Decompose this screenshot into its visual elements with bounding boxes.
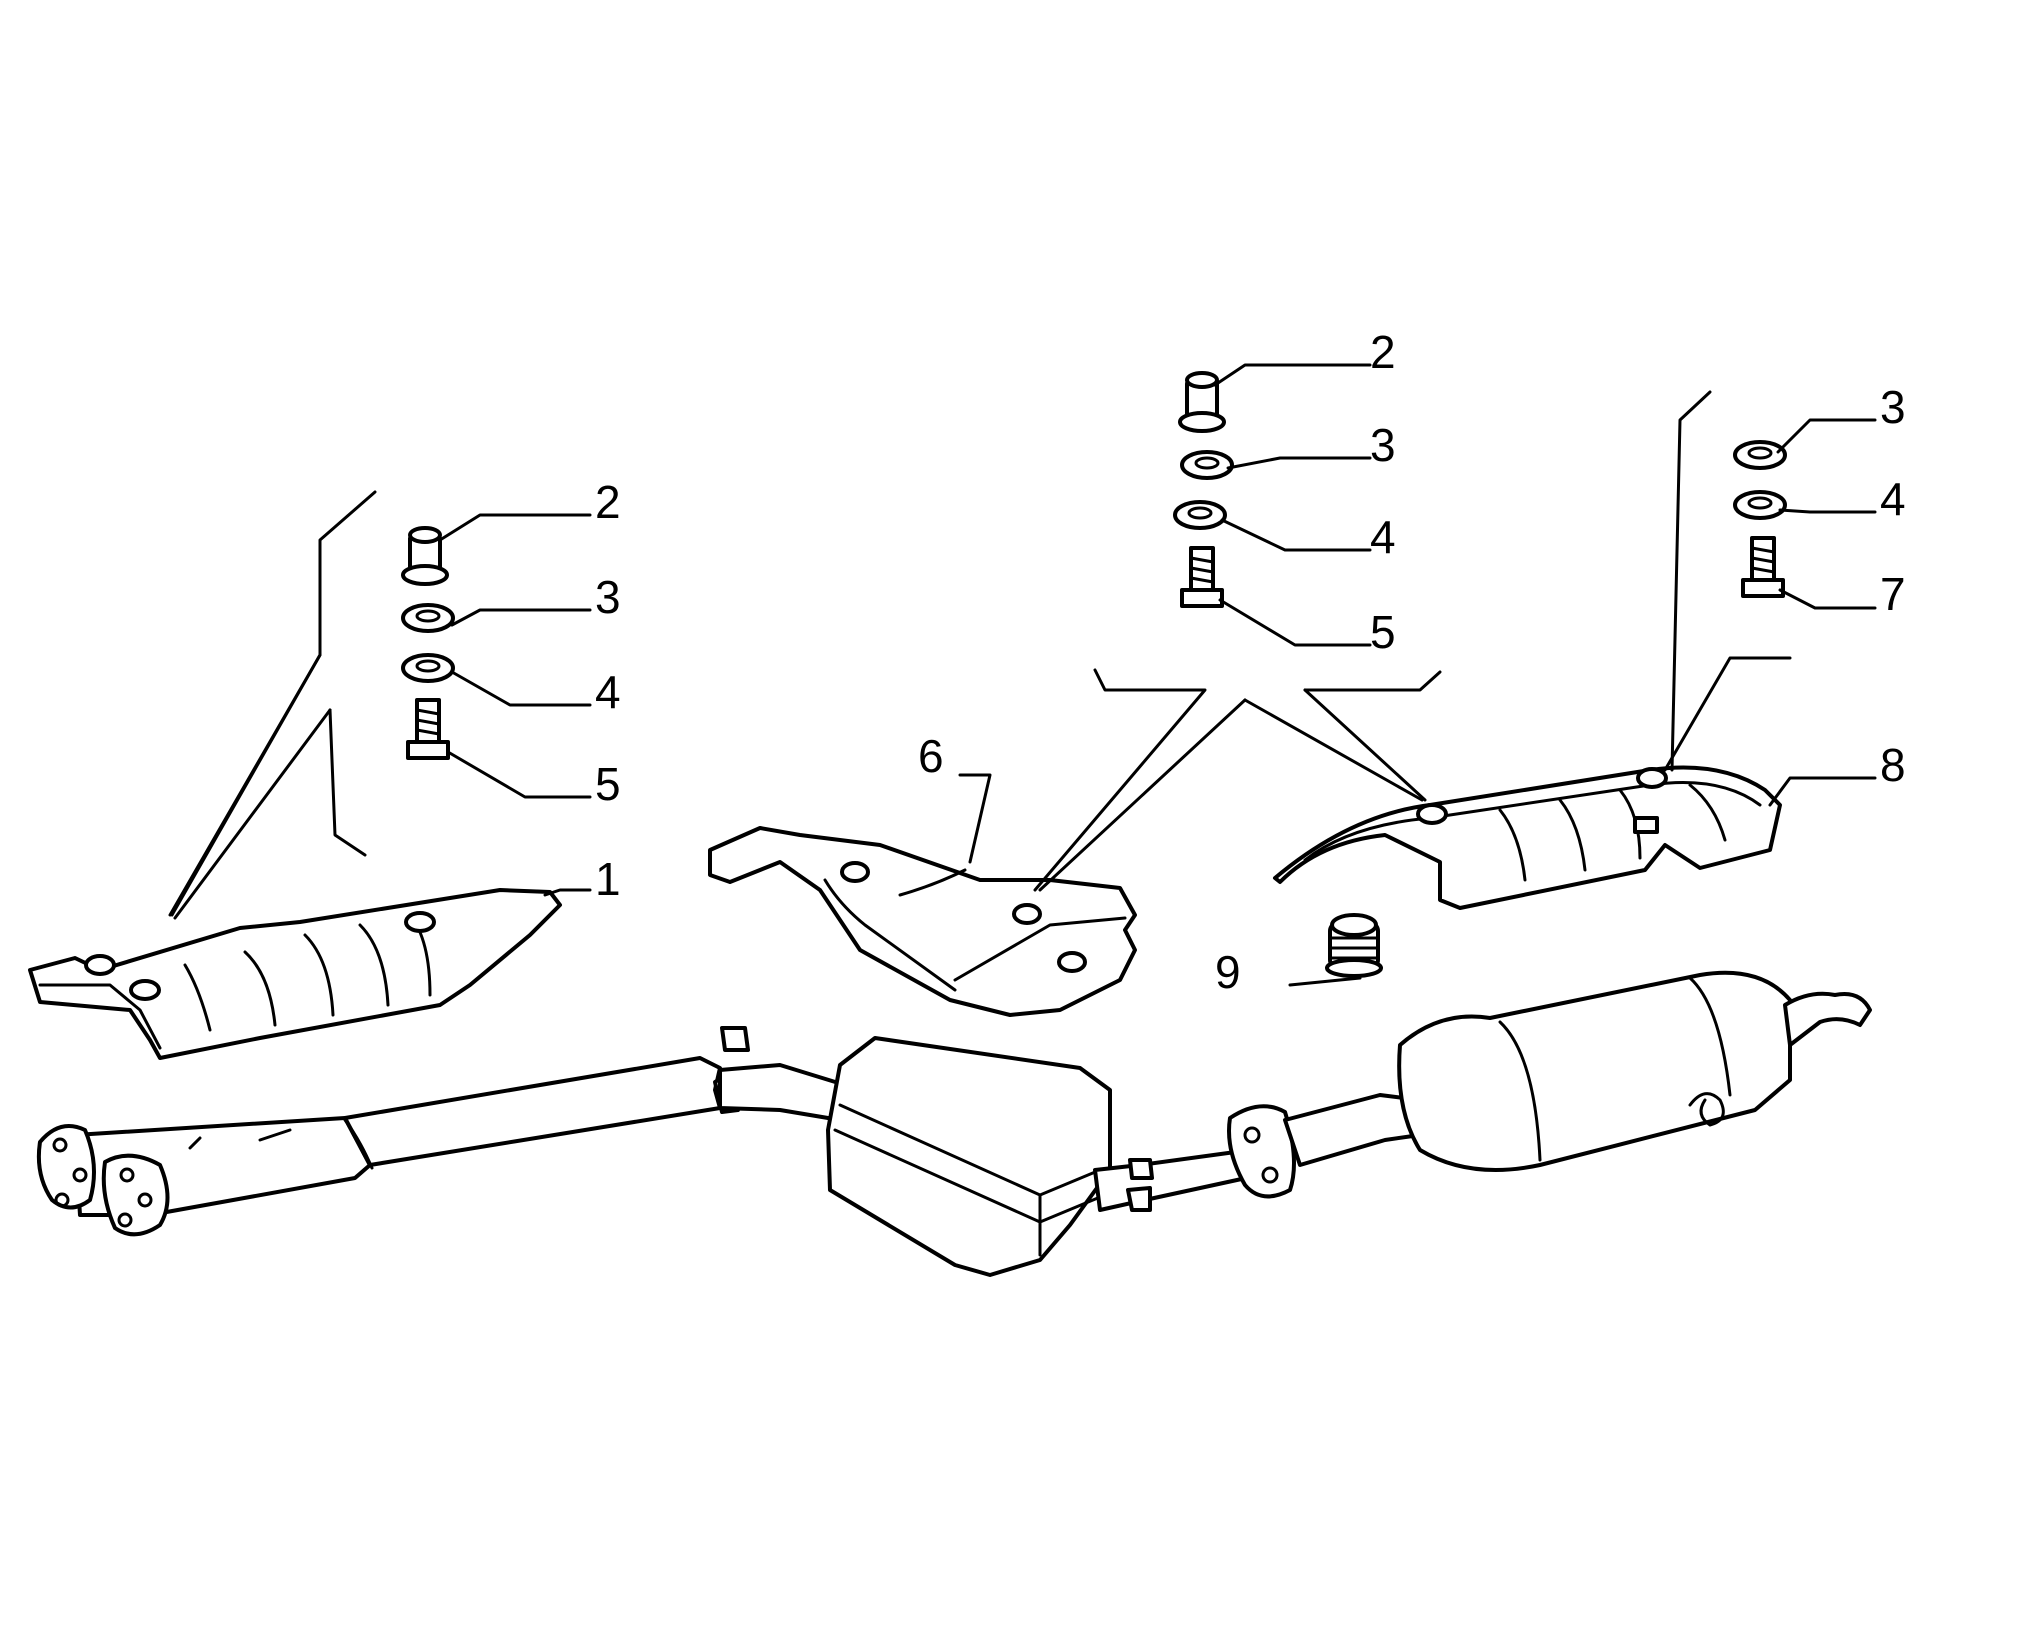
callout-5-middle: 5 bbox=[1370, 606, 1396, 658]
callout-4-left: 4 bbox=[595, 666, 621, 718]
flat-washer-icon bbox=[1180, 450, 1234, 480]
bolt-icon bbox=[1741, 536, 1785, 598]
callout-9: 9 bbox=[1215, 946, 1241, 998]
callout-2-left: 2 bbox=[595, 476, 621, 528]
bolt-icon bbox=[1180, 546, 1224, 608]
callout-7: 7 bbox=[1880, 568, 1906, 620]
spacer-sleeve-icon bbox=[1178, 371, 1226, 433]
spring-washer-icon bbox=[1173, 500, 1227, 530]
middle-fastener-stack bbox=[1173, 371, 1234, 608]
spacer-sleeve-icon bbox=[401, 526, 449, 586]
callout-5-left: 5 bbox=[595, 758, 621, 810]
spring-washer-icon bbox=[401, 653, 455, 683]
callout-6: 6 bbox=[918, 730, 944, 782]
spring-washer-icon bbox=[1733, 490, 1787, 520]
heat-shield-rear bbox=[1273, 765, 1782, 910]
bolt-icon bbox=[406, 698, 450, 760]
callout-8: 8 bbox=[1880, 739, 1906, 791]
rubber-mount-icon bbox=[1325, 913, 1383, 978]
heat-shield-middle bbox=[708, 826, 1137, 1017]
callout-3-middle: 3 bbox=[1370, 419, 1396, 471]
callout-2-middle: 2 bbox=[1370, 326, 1396, 378]
flat-washer-icon bbox=[1733, 440, 1787, 470]
leader-lines bbox=[168, 363, 1877, 987]
flat-washer-icon bbox=[401, 603, 455, 633]
callout-4-middle: 4 bbox=[1370, 511, 1396, 563]
exhaust-pipe-assembly bbox=[36, 970, 1872, 1277]
callout-labels: 2 3 4 5 1 2 3 4 5 6 3 4 7 8 9 bbox=[595, 326, 1906, 998]
left-fastener-stack bbox=[401, 526, 455, 760]
callout-3-right: 3 bbox=[1880, 381, 1906, 433]
callout-4-right: 4 bbox=[1880, 473, 1906, 525]
heat-shield-front bbox=[28, 888, 562, 1060]
right-fastener-stack bbox=[1733, 440, 1787, 598]
callout-3-left: 3 bbox=[595, 571, 621, 623]
callout-1: 1 bbox=[595, 853, 621, 905]
